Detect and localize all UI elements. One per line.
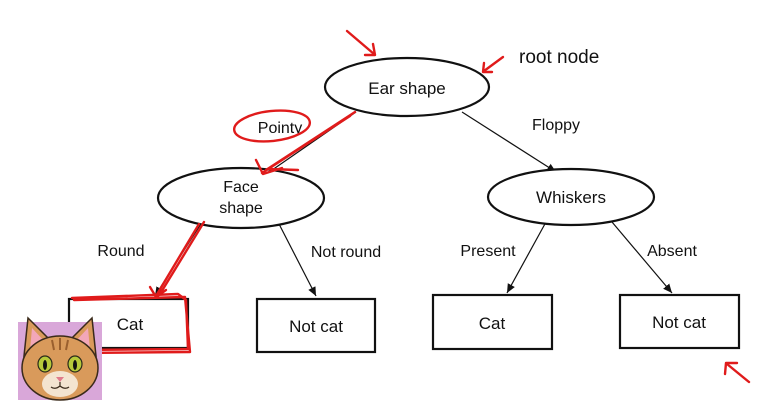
red-arrow-not-cat xyxy=(725,362,751,384)
edge-label-not-round: Not round xyxy=(311,244,381,261)
red-arrow-root-right xyxy=(482,55,505,73)
edge-label-present: Present xyxy=(460,243,516,260)
edge-label-absent: Absent xyxy=(647,243,697,260)
leaf-cat-left-label: Cat xyxy=(117,315,144,334)
leaf-not-cat-right: Not cat xyxy=(618,293,741,350)
red-circle-pointy xyxy=(232,109,312,143)
edge-label-floppy: Floppy xyxy=(532,117,580,134)
leaf-not-cat-left: Not cat xyxy=(255,297,377,354)
edge-ear-to-whiskers xyxy=(461,111,557,173)
red-path-ear-face xyxy=(260,110,357,175)
node-ear-shape: Ear shape xyxy=(323,56,491,118)
leaf-cat-right: Cat xyxy=(431,293,554,351)
node-whiskers: Whiskers xyxy=(486,167,656,227)
root-node-annotation: root node xyxy=(519,47,599,68)
node-face-shape-label-2: shape xyxy=(219,200,263,217)
node-whiskers-label: Whiskers xyxy=(536,188,606,207)
edge-face-to-notcat xyxy=(277,221,317,297)
leaf-cat-right-label: Cat xyxy=(479,314,506,333)
node-face-shape: Face shape xyxy=(156,166,326,230)
edge-whiskers-to-notcat xyxy=(611,221,673,294)
leaf-not-cat-right-label: Not cat xyxy=(652,313,706,332)
red-annotations xyxy=(70,29,751,384)
edge-label-round: Round xyxy=(97,243,144,260)
red-arrow-root-left xyxy=(345,29,376,56)
node-face-shape-label-1: Face xyxy=(223,179,259,196)
cat-illustration xyxy=(18,316,102,401)
red-box-cat-leaf xyxy=(70,292,192,355)
edge-label-pointy: Pointy xyxy=(258,120,302,137)
node-ear-shape-label: Ear shape xyxy=(368,79,446,98)
red-path-face-cat xyxy=(154,220,206,298)
edge-whiskers-to-cat xyxy=(506,221,547,294)
leaf-not-cat-left-label: Not cat xyxy=(289,317,343,336)
